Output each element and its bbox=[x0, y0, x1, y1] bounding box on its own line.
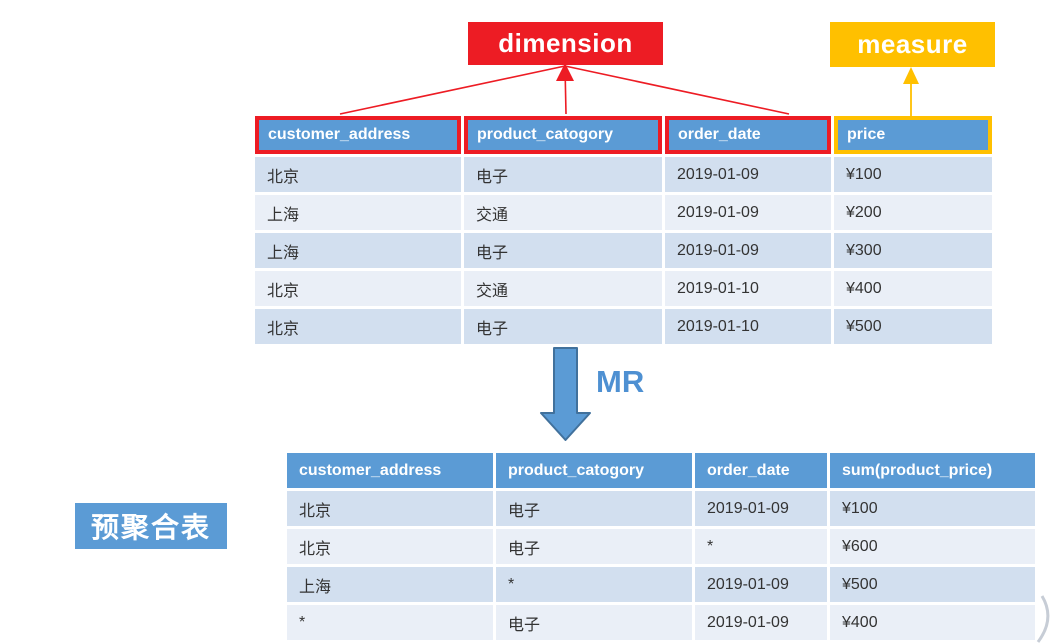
table-cell: ¥500 bbox=[830, 567, 1035, 602]
dimension-label: dimension bbox=[468, 22, 663, 65]
table-cell: ¥100 bbox=[834, 157, 992, 192]
table-cell: 交通 bbox=[464, 271, 662, 306]
column-header-customer_address: customer_address bbox=[287, 453, 493, 488]
table-cell: 上海 bbox=[255, 233, 461, 268]
table-cell: 北京 bbox=[255, 309, 461, 344]
table-cell: 2019-01-10 bbox=[665, 309, 831, 344]
table-cell: 北京 bbox=[255, 157, 461, 192]
column-header-customer_address: customer_address bbox=[255, 116, 461, 154]
table-cell: 电子 bbox=[464, 309, 662, 344]
measure-arrowhead-icon bbox=[903, 67, 919, 84]
measure-label: measure bbox=[830, 22, 995, 67]
table-cell: 电子 bbox=[496, 605, 692, 640]
table-cell: * bbox=[496, 567, 692, 602]
table-cell: 上海 bbox=[255, 195, 461, 230]
table-cell: * bbox=[287, 605, 493, 640]
table-cell: ¥200 bbox=[834, 195, 992, 230]
table-cell: 2019-01-09 bbox=[665, 233, 831, 268]
column-header-price: price bbox=[834, 116, 992, 154]
table-cell: * bbox=[695, 529, 827, 564]
mr-label: MR bbox=[596, 364, 645, 399]
table-cell: 2019-01-10 bbox=[665, 271, 831, 306]
table-cell: 电子 bbox=[464, 233, 662, 268]
table-cell: 交通 bbox=[464, 195, 662, 230]
table-cell: 北京 bbox=[287, 491, 493, 526]
column-header-order_date: order_date bbox=[695, 453, 827, 488]
table-cell: 电子 bbox=[496, 491, 692, 526]
table-cell: ¥500 bbox=[834, 309, 992, 344]
table-cell: 2019-01-09 bbox=[695, 567, 827, 602]
table-cell: 电子 bbox=[464, 157, 662, 192]
dimension-arrowhead-icon bbox=[556, 63, 574, 81]
dimension-connector-middle bbox=[564, 65, 567, 115]
column-header-sum(product_price): sum(product_price) bbox=[830, 453, 1035, 488]
table-cell: ¥400 bbox=[834, 271, 992, 306]
table-cell: 北京 bbox=[287, 529, 493, 564]
table-cell: 2019-01-09 bbox=[695, 605, 827, 640]
mr-down-arrow-icon bbox=[540, 347, 591, 441]
table-cell: 电子 bbox=[496, 529, 692, 564]
table-cell: ¥600 bbox=[830, 529, 1035, 564]
table-cell: 北京 bbox=[255, 271, 461, 306]
column-header-product_catogory: product_catogory bbox=[464, 116, 662, 154]
pre-agg-label: 预聚合表 bbox=[75, 503, 227, 549]
column-header-order_date: order_date bbox=[665, 116, 831, 154]
dimension-connector-right bbox=[564, 65, 790, 115]
watermark-mark bbox=[1036, 595, 1050, 643]
column-header-product_catogory: product_catogory bbox=[496, 453, 692, 488]
table-cell: 2019-01-09 bbox=[665, 157, 831, 192]
dimension-connector-left bbox=[339, 65, 566, 115]
table-cell: ¥400 bbox=[830, 605, 1035, 640]
table-cell: 上海 bbox=[287, 567, 493, 602]
table-cell: 2019-01-09 bbox=[665, 195, 831, 230]
table-cell: 2019-01-09 bbox=[695, 491, 827, 526]
table-cell: ¥100 bbox=[830, 491, 1035, 526]
table-cell: ¥300 bbox=[834, 233, 992, 268]
